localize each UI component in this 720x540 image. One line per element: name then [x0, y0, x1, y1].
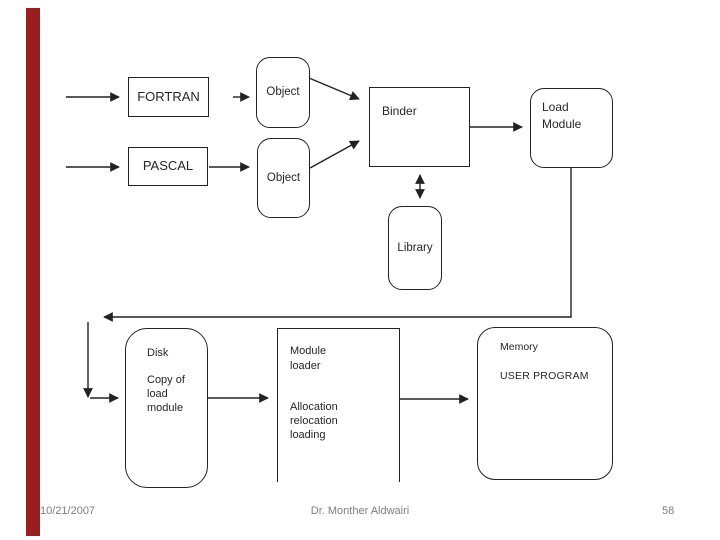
node-module-loader: Module loader Allocation relocation load…	[277, 328, 400, 482]
footer-date: 10/21/2007	[40, 505, 96, 517]
node-label: PASCAL	[142, 158, 194, 174]
node-label: FORTRAN	[137, 88, 200, 104]
arrow-load-module-feedback	[103, 168, 572, 322]
node-label: Module loader	[290, 345, 327, 372]
left-accent-bar	[26, 8, 40, 536]
node-fortran-compiler: FORTRAN	[128, 77, 209, 117]
node-object-module-bottom: Object	[257, 138, 310, 218]
node-label: Binder	[382, 104, 417, 118]
node-label: Object	[266, 86, 300, 99]
node-load-module: Load Module	[530, 88, 613, 168]
node-memory: Memory USER PROGRAM	[477, 327, 613, 480]
footer-author: Dr. Monther Aldwairi	[310, 505, 410, 517]
node-sublabel: Allocation relocation loading	[290, 401, 338, 441]
footer-page-number: 58	[662, 505, 675, 517]
node-object-module-top: Object	[256, 57, 310, 128]
node-label: Load Module	[542, 100, 582, 131]
node-label: Memory	[500, 341, 538, 353]
node-disk: Disk Copy of load module	[125, 328, 208, 488]
node-label: Disk	[147, 347, 169, 359]
node-pascal-compiler: PASCAL	[128, 147, 208, 186]
node-sublabel: Copy of load module	[147, 373, 185, 414]
arrow-object-top-to-binder	[308, 77, 360, 101]
node-label: Library	[397, 241, 433, 254]
arrow-object-bottom-to-binder	[309, 140, 360, 169]
node-sublabel: USER PROGRAM	[500, 369, 589, 382]
node-library: Library	[388, 206, 442, 290]
node-label: Object	[266, 171, 301, 184]
node-binder: Binder	[369, 87, 470, 167]
